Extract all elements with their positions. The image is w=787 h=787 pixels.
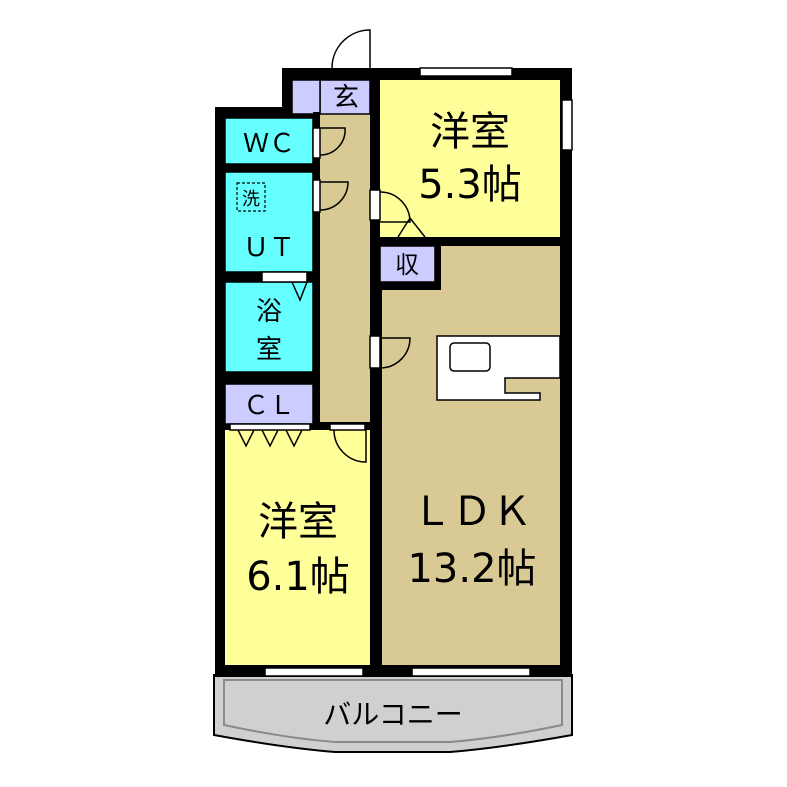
window xyxy=(264,667,364,677)
balcony-area xyxy=(213,674,573,753)
wc-area xyxy=(224,117,314,165)
bath-label-line2: 室 xyxy=(256,335,282,365)
wc-label: ＷＣ xyxy=(243,129,295,159)
western-room-1-label-line2: 5.3帖 xyxy=(418,162,522,208)
ldk-label-line1: ＬＤＫ xyxy=(412,489,532,535)
storage-label: 収 xyxy=(395,251,419,279)
washroom-label: 洗 xyxy=(242,189,260,210)
storage-door xyxy=(397,216,426,238)
western-room-2-area xyxy=(225,430,370,665)
doors xyxy=(229,29,426,463)
bath-label-line1: 浴 xyxy=(256,297,282,327)
ut-area xyxy=(224,171,314,273)
storage-area xyxy=(379,245,436,283)
ldk-area xyxy=(382,246,560,665)
washroom-box xyxy=(236,182,266,212)
shoe-cabinet xyxy=(291,79,321,115)
ldk-door xyxy=(379,337,411,369)
western-room-1-area xyxy=(380,80,560,237)
balcony xyxy=(213,674,573,753)
window xyxy=(561,99,573,151)
entrance-door xyxy=(331,29,371,69)
hallway xyxy=(320,112,370,422)
cl-label: ＣＬ xyxy=(243,391,295,421)
ut-label: ＵＴ xyxy=(243,233,295,263)
closet-door xyxy=(285,429,303,448)
ut-door xyxy=(319,181,349,211)
western-room-1-door xyxy=(379,191,411,223)
sink xyxy=(449,342,491,372)
western-room-1-label-line1: 洋室 xyxy=(430,109,510,155)
window xyxy=(419,67,513,77)
closet-door xyxy=(237,429,255,448)
ldk-label-line2: 13.2帖 xyxy=(407,546,536,592)
western-room-2-label-line2: 6.1帖 xyxy=(246,554,350,600)
kitchen-counter xyxy=(436,335,561,401)
closet-door xyxy=(261,429,279,448)
window xyxy=(411,667,531,677)
western-room-2-label-line1: 洋室 xyxy=(258,499,338,545)
western-room-2-door xyxy=(333,429,367,463)
balcony-rail xyxy=(223,679,563,743)
bath-door xyxy=(291,281,308,302)
balcony-label: バルコニー xyxy=(323,698,462,731)
room-labels: 玄 ＷＣ 洗 ＵＴ 浴 室 ＣＬ 洋室 5.3帖 収 洋室 6.1帖 ＬＤＫ 1… xyxy=(236,83,537,731)
wc-door xyxy=(319,127,346,156)
room-fills xyxy=(224,79,560,665)
windows xyxy=(264,67,573,677)
genkan-label: 玄 xyxy=(333,83,359,113)
